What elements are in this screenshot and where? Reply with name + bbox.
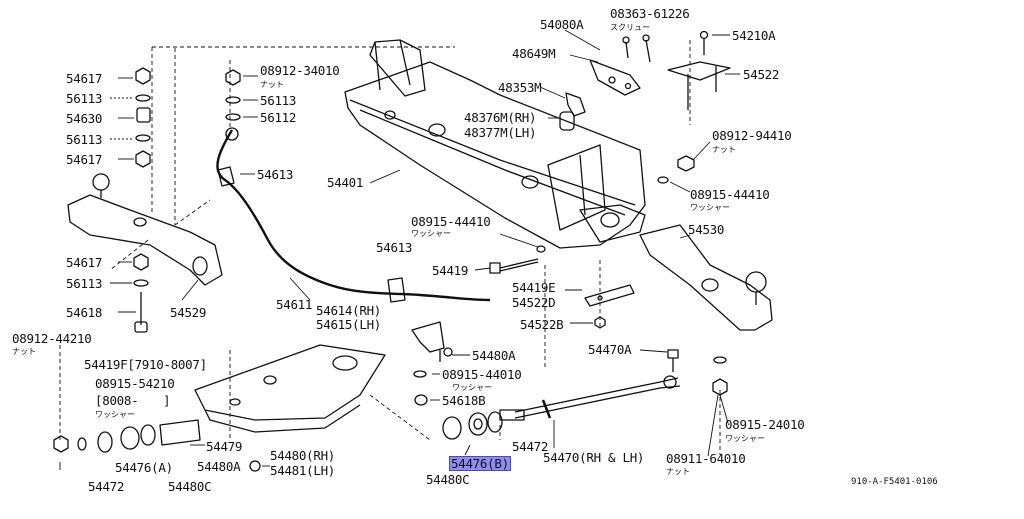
label-54530: 54530: [688, 222, 725, 237]
label-54529: 54529: [170, 305, 207, 320]
label-nut-jp-t: ナット: [260, 80, 284, 89]
dashed-guide-lines: [59, 40, 721, 455]
label-54419: 54419: [432, 263, 469, 278]
label-nut-jp-l: ナット: [12, 347, 36, 356]
label-54476B-highlighted[interactable]: 54476(B): [449, 456, 511, 471]
label-54480C-m: 54480C: [426, 472, 470, 487]
label-54617-a: 54617: [66, 71, 103, 86]
stabilizer-link-54613: [217, 127, 406, 303]
label-54479: 54479: [206, 439, 243, 454]
label-54617-b: 54617: [66, 152, 103, 167]
label-54617-c: 54617: [66, 255, 103, 270]
label-48353M: 48353M: [498, 80, 542, 95]
diagram-code: 910-A-F5401-0106: [851, 477, 938, 487]
nut-08912-94410: [677, 155, 695, 172]
label-54080A: 54080A: [540, 17, 584, 32]
label-08912-34010: 08912-34010: [260, 63, 340, 78]
bolt-54419: [489, 245, 546, 274]
label-54630: 54630: [66, 111, 103, 126]
label-bracket-close: ]: [163, 393, 171, 408]
label-54618B: 54618B: [442, 393, 486, 408]
label-48649M: 48649M: [512, 46, 556, 61]
label-08915-24010: 08915-24010: [725, 417, 805, 432]
label-08915-44010: 08915-44010: [442, 367, 522, 382]
bracket-54614: [411, 321, 453, 406]
label-washer-jp-l: ワッシャー: [95, 410, 135, 419]
control-arm-54529: [67, 173, 223, 286]
label-washer-jp-r1: ワッシャー: [690, 203, 730, 212]
label-54472-m: 54472: [512, 439, 549, 454]
label-nut-jp-r2: ナット: [666, 467, 690, 476]
label-56113-b: 56113: [66, 132, 103, 147]
strut-rod-54470: [499, 375, 681, 421]
bracket-48649M: [589, 59, 641, 96]
label-54618: 54618: [66, 305, 103, 320]
label-54613-mid: 54613: [376, 240, 413, 255]
nut-08911-64010: [712, 378, 728, 396]
label-08915-54210: 08915-54210: [95, 376, 175, 391]
washer-08915-24010: [713, 356, 727, 364]
label-56113-d: 56113: [66, 276, 103, 291]
label-54419E: 54419E: [512, 280, 556, 295]
label-56113-c: 56113: [260, 93, 297, 108]
left-stack: [133, 67, 151, 333]
label-washer-jp-r2: ワッシャー: [725, 434, 765, 443]
washer-08915-44410-r: [657, 176, 669, 184]
label-56113-a: 56113: [66, 91, 103, 106]
bolt-54470A: [667, 349, 679, 359]
control-arm-54530: [639, 224, 773, 331]
plate-54522D: [584, 284, 635, 329]
label-nut-jp-r1: ナット: [712, 145, 736, 154]
label-54470: 54470(RH & LH): [543, 450, 645, 465]
leader-lines: [59, 29, 740, 470]
bushing-stack-left: [53, 419, 261, 472]
label-54472-l: 54472: [88, 479, 125, 494]
label-screw-jp: スクリュー: [610, 23, 650, 32]
label-08363-61226: 08363-61226: [610, 6, 690, 21]
label-54614: 54614(RH): [316, 303, 382, 318]
label-54615: 54615(LH): [316, 317, 382, 332]
label-54481LH: 54481(LH): [270, 463, 336, 478]
bracket-48353M: [565, 92, 586, 117]
label-08911-64010: 08911-64010: [666, 451, 746, 466]
label-54522D: 54522D: [512, 295, 556, 310]
top-nuts: [225, 69, 241, 121]
label-54470A: 54470A: [588, 342, 632, 357]
label-54419F: 54419F[7910-8007]: [84, 357, 207, 372]
bushing-stack-middle: [442, 411, 503, 440]
label-washer-jp-m2: ワッシャー: [452, 383, 492, 392]
label-54480A-bot: 54480A: [197, 459, 241, 474]
label-54522B: 54522B: [520, 317, 564, 332]
label-54210A: 54210A: [732, 28, 776, 43]
label-08915-44410-m: 08915-44410: [411, 214, 491, 229]
screw-08363: [622, 34, 651, 63]
crossmember-54401: [344, 39, 646, 249]
label-56112: 56112: [260, 110, 297, 125]
label-8008: [8008-: [95, 393, 139, 408]
plate-54480: [194, 344, 386, 433]
label-08912-94410: 08912-94410: [712, 128, 792, 143]
label-54401: 54401: [327, 175, 364, 190]
label-54476A: 54476(A): [115, 460, 173, 475]
bracket-54522: [667, 30, 731, 110]
label-48376M: 48376M(RH): [464, 110, 537, 125]
label-08912-44210: 08912-44210: [12, 331, 92, 346]
label-54611: 54611: [276, 297, 313, 312]
label-54613-top: 54613: [257, 167, 294, 182]
label-08915-44410-r: 08915-44410: [690, 187, 770, 202]
label-54522: 54522: [743, 67, 780, 82]
label-washer-jp-m1: ワッシャー: [411, 229, 451, 238]
stabilizer-bar-54611: [216, 129, 491, 302]
label-54480A-mid: 54480A: [472, 348, 516, 363]
label-48377M: 48377M(LH): [464, 125, 537, 140]
label-54480C-l: 54480C: [168, 479, 212, 494]
mount-48376M: [559, 111, 575, 131]
label-54480RH: 54480(RH): [270, 448, 336, 463]
